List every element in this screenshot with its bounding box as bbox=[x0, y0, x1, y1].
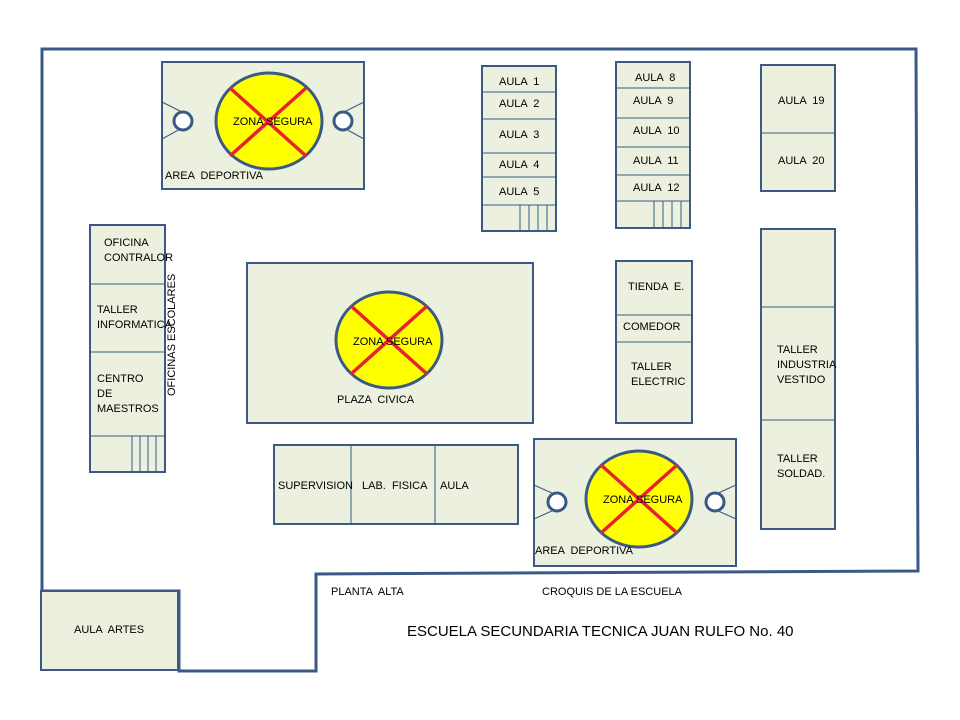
zona-segura-center bbox=[334, 290, 444, 390]
aula-label: AULA 2 bbox=[499, 98, 540, 110]
supervision-row-block bbox=[273, 444, 519, 525]
goal-circle bbox=[704, 491, 726, 513]
taller-electric-label: TALLER ELECTRIC bbox=[631, 361, 686, 388]
aula-artes-label: AULA ARTES bbox=[74, 624, 145, 636]
goal-circle bbox=[332, 110, 354, 132]
plaza-civica-label: PLAZA CIVICA bbox=[337, 394, 415, 406]
taller-informatica-label: TALLER INFORMATICA bbox=[97, 304, 172, 331]
aula-label: AULA 11 bbox=[633, 155, 679, 167]
aula-label: AULA 9 bbox=[633, 95, 674, 107]
goal-circle bbox=[172, 110, 194, 132]
goal-circle bbox=[546, 491, 568, 513]
zona-segura-label: ZONA SEGURA bbox=[233, 116, 313, 128]
centro-maestros-label: CENTRO DE MAESTROS bbox=[97, 373, 159, 415]
aula-label: AULA 12 bbox=[633, 182, 680, 194]
aulas-block-2 bbox=[615, 61, 691, 229]
oficinas-escolares-label: OFICINAS ESCOLARES bbox=[166, 273, 178, 396]
aula-label: AULA 8 bbox=[635, 72, 676, 84]
area-deportiva-bottom-label: AREA DEPORTIVA bbox=[535, 545, 634, 557]
aula-label: AULA 1 bbox=[499, 76, 540, 88]
aula-label: AULA 4 bbox=[499, 159, 540, 171]
taller-soldad-label: TALLER SOLDAD. bbox=[777, 453, 826, 480]
oficina-contralor-label: OFICINA CONTRALOR bbox=[104, 237, 174, 264]
planta-alta-label: PLANTA ALTA bbox=[331, 586, 404, 598]
aula-label: AULA 19 bbox=[778, 95, 825, 107]
croquis-label: CROQUIS DE LA ESCUELA bbox=[542, 586, 682, 598]
lab-fisica-label: LAB. FISICA bbox=[362, 480, 428, 492]
school-name-title: ESCUELA SECUNDARIA TECNICA JUAN RULFO No… bbox=[407, 623, 794, 640]
aula-label: AULA 5 bbox=[499, 186, 540, 198]
aulas-block-3 bbox=[760, 64, 836, 192]
tienda-label: TIENDA E. bbox=[628, 281, 685, 293]
talleres-block bbox=[760, 228, 836, 530]
comedor-label: COMEDOR bbox=[623, 321, 681, 333]
aula-label: AULA 20 bbox=[778, 155, 825, 167]
taller-industria-label: TALLER INDUSTRIA VESTIDO bbox=[777, 344, 837, 386]
zona-segura-label: ZONA SEGURA bbox=[603, 494, 683, 506]
aula-artes-block bbox=[40, 590, 179, 671]
aula-bottom-label: AULA bbox=[440, 480, 469, 492]
oficinas-block bbox=[89, 224, 166, 473]
aulas-block-1 bbox=[481, 65, 557, 232]
zona-segura-label: ZONA SEGURA bbox=[353, 336, 433, 348]
zona-segura-bottom bbox=[584, 449, 694, 549]
area-deportiva-top-label: AREA DEPORTIVA bbox=[165, 170, 264, 182]
supervision-label: SUPERVISION bbox=[278, 480, 353, 492]
aula-label: AULA 3 bbox=[499, 129, 540, 141]
zona-segura-top bbox=[214, 71, 324, 171]
aula-label: AULA 10 bbox=[633, 125, 680, 137]
